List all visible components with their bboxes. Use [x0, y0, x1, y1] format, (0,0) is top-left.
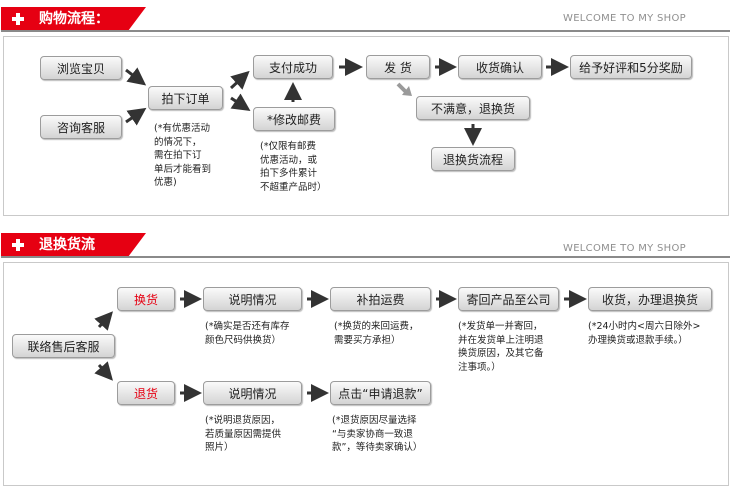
note-order: (*有优惠活动 的情况下， 需在拍下订 单后才能看到 优惠): [154, 123, 212, 188]
section2-rule: [1, 256, 730, 258]
step-apply-refund: 点击“申请退款”: [330, 381, 431, 405]
arrows-section1: [125, 58, 569, 146]
step-contact: 联络售后客服: [12, 334, 115, 358]
step-return-flow: 退换货流程: [431, 147, 515, 171]
step-receive: 收货，办理退换货: [588, 287, 712, 311]
step-repay-ship: 补拍运费: [330, 287, 431, 311]
step-exchange: 换货: [117, 287, 175, 311]
arrow-contact-refund: [94, 361, 113, 381]
section1-tab-slant: [128, 7, 146, 31]
step-unsatisfied: 不满意，退换货: [416, 96, 530, 120]
step-order: 拍下订单: [148, 86, 223, 110]
section1-title: 购物流程：: [39, 11, 109, 27]
note-apply-refund: (*退货原因尽量选择 “与卖家协商一致退 款”，等待卖家确认）: [332, 415, 423, 453]
diamond-icon: [12, 239, 24, 251]
note-send-back: (*发货单一并寄回， 并在发货单上注明退 换货原因，及其它备 注事项。）: [458, 321, 544, 373]
step-explain2: 说明情况: [203, 381, 302, 405]
note-postage: (*仅限有邮费 优惠活动，或 拍下多件累计 不超重产品时）: [260, 141, 327, 193]
arrow-order-pay: [229, 70, 250, 90]
section1-header-tab: 购物流程：: [1, 7, 128, 31]
arrow-ship-unsatisfied: [396, 82, 408, 94]
section1-welcome: WELCOME TO MY SHOP: [563, 13, 686, 24]
step-consult: 咨询客服: [40, 115, 122, 139]
step-send-back: 寄回产品至公司: [458, 287, 559, 311]
diamond-icon: [12, 13, 24, 25]
step-review: 给予好评和5分奖励: [570, 55, 692, 79]
note-repay: (*换货的来回运费， 需要买方承担）: [334, 321, 419, 346]
step-refund: 退货: [117, 381, 175, 405]
section1-rule: [1, 30, 730, 32]
step-pay: 支付成功: [253, 55, 333, 79]
step-modify-postage: *修改邮费: [253, 107, 335, 131]
step-browse: 浏览宝贝: [40, 56, 122, 80]
note-explain1: (*确实是否还有库存 颜色尺码供换货）: [205, 321, 290, 346]
arrow-consult-order: [125, 107, 147, 126]
arrow-order-modify: [230, 93, 251, 111]
arrow-browse-order: [125, 67, 147, 86]
section2-welcome: WELCOME TO MY SHOP: [563, 243, 686, 254]
step-confirm: 收货确认: [458, 55, 542, 79]
note-explain2: (*说明退货原因， 若质量原因需提供 照片）: [205, 415, 282, 453]
step-ship: 发 货: [366, 55, 430, 79]
step-explain1: 说明情况: [203, 287, 302, 311]
note-receive: (*24小时内<周六日除外> 办理换货或退款手续。）: [588, 321, 701, 346]
section2-tab-slant: [128, 233, 146, 257]
arrow-contact-exchange: [94, 311, 113, 331]
